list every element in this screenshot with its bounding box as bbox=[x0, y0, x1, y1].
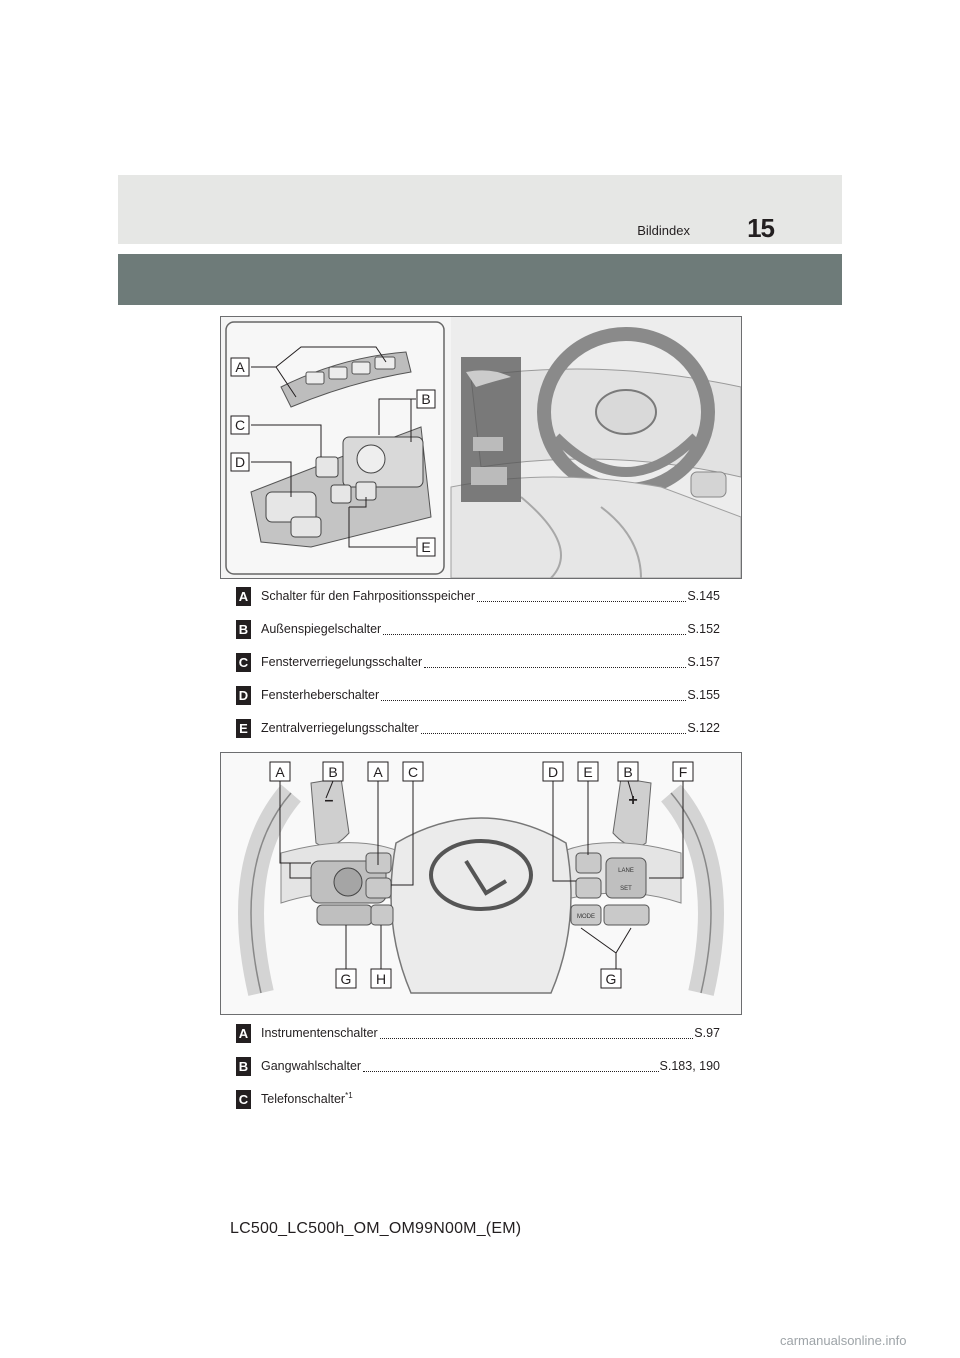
door-switch-list: A Schalter für den Fahrpositionsspeicher… bbox=[236, 586, 720, 746]
callout-G: G bbox=[606, 971, 617, 987]
item-letter: C bbox=[236, 652, 251, 672]
list-item: C Telefonschalter*1 bbox=[236, 1089, 720, 1109]
footnote-marker: *1 bbox=[345, 1091, 353, 1101]
section-title: Bildindex bbox=[637, 223, 690, 238]
item-label: Telefonschalter*1 bbox=[261, 1091, 353, 1106]
page-reference[interactable]: S.157 bbox=[687, 655, 720, 669]
page-reference[interactable]: S.122 bbox=[687, 721, 720, 735]
paddle-minus: – bbox=[325, 792, 334, 809]
callout-H: H bbox=[376, 971, 386, 987]
header-band bbox=[118, 254, 842, 305]
document-footer: LC500_LC500h_OM_OM99N00M_(EM) bbox=[230, 1220, 522, 1237]
callout-D: D bbox=[548, 764, 558, 780]
watermark: carmanualsonline.info bbox=[780, 1333, 907, 1348]
lane-button-label: LANE bbox=[618, 868, 634, 874]
callout-A: A bbox=[373, 764, 383, 780]
page-reference[interactable]: S.97 bbox=[694, 1026, 720, 1040]
callout-E: E bbox=[421, 539, 430, 555]
page-reference[interactable]: S.183, 190 bbox=[659, 1059, 720, 1073]
item-label: Außenspiegelschalter bbox=[261, 622, 382, 636]
item-letter: D bbox=[236, 685, 251, 705]
callout-D: D bbox=[235, 454, 245, 470]
list-item: C Fensterverriegelungsschalter S.157 bbox=[236, 652, 720, 672]
callout-B: B bbox=[328, 764, 337, 780]
callout-C: C bbox=[235, 417, 245, 433]
callout-A: A bbox=[235, 359, 245, 375]
item-label: Gangwahlschalter bbox=[261, 1059, 362, 1073]
item-label: Instrumentenschalter bbox=[261, 1026, 378, 1040]
callout-B: B bbox=[623, 764, 632, 780]
page-reference[interactable]: S.145 bbox=[687, 589, 720, 603]
door-switch-illustration: A B C D E bbox=[220, 316, 742, 579]
steering-wheel-illustration: MODE LANE SET – + bbox=[220, 752, 742, 1015]
paddle-plus: + bbox=[628, 792, 637, 809]
steering-switch-list: A Instrumentenschalter S.97 B Gangwahlsc… bbox=[236, 1023, 720, 1113]
callout-G: G bbox=[341, 971, 352, 987]
item-letter: B bbox=[236, 1056, 251, 1076]
item-label: Schalter für den Fahrpositionsspeicher bbox=[261, 589, 476, 603]
item-label: Fensterheberschalter bbox=[261, 688, 380, 702]
callout-E: E bbox=[583, 764, 592, 780]
item-label-text: Telefonschalter bbox=[261, 1092, 346, 1107]
item-letter: A bbox=[236, 586, 251, 606]
callout-C: C bbox=[408, 764, 418, 780]
list-item: B Außenspiegelschalter S.152 bbox=[236, 619, 720, 639]
item-label: Zentralverriegelungsschalter bbox=[261, 721, 419, 735]
item-letter: C bbox=[236, 1089, 251, 1109]
item-letter: E bbox=[236, 718, 251, 738]
callout-F: F bbox=[679, 764, 688, 780]
item-letter: B bbox=[236, 619, 251, 639]
callout-B: B bbox=[421, 391, 430, 407]
page-reference[interactable]: S.155 bbox=[687, 688, 720, 702]
item-label: Fensterverriegelungsschalter bbox=[261, 655, 423, 669]
page-header: Bildindex 15 bbox=[118, 175, 842, 244]
mode-button-label: MODE bbox=[577, 914, 595, 920]
callout-A: A bbox=[275, 764, 285, 780]
page-reference[interactable]: S.152 bbox=[687, 622, 720, 636]
list-item: A Schalter für den Fahrpositionsspeicher… bbox=[236, 586, 720, 606]
page-number: 15 bbox=[747, 213, 775, 243]
item-letter: A bbox=[236, 1023, 251, 1043]
list-item: E Zentralverriegelungsschalter S.122 bbox=[236, 718, 720, 738]
set-button-label: SET bbox=[620, 886, 632, 892]
list-item: B Gangwahlschalter S.183, 190 bbox=[236, 1056, 720, 1076]
list-item: A Instrumentenschalter S.97 bbox=[236, 1023, 720, 1043]
list-item: D Fensterheberschalter S.155 bbox=[236, 685, 720, 705]
